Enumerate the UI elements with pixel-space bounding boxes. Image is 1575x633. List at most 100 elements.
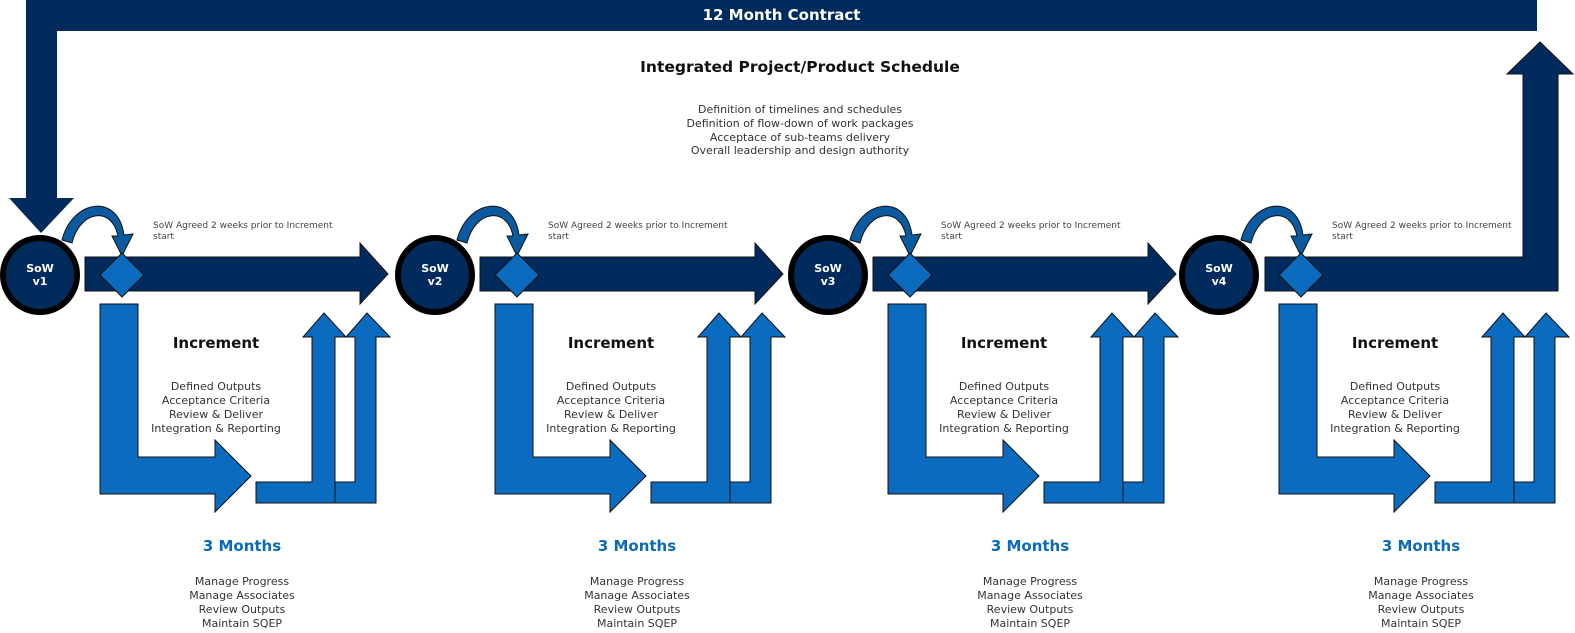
duration-activities-item: Maintain SQEP (201, 617, 283, 630)
increment-flow-arrow (99, 303, 252, 514)
increment-title: Increment (172, 334, 260, 352)
sow-agreement-note: SoW Agreed 2 weeks prior to Increment st… (941, 221, 1121, 242)
forward-arrow (479, 241, 784, 306)
duration-activities-item: Review Outputs (1377, 603, 1465, 616)
delivery-up-arrow (299, 312, 392, 504)
increment-flow-arrow (887, 303, 1040, 514)
sow-label-item: v1 (32, 275, 48, 288)
sow-label-item: v3 (820, 275, 836, 288)
sow-circle (1179, 235, 1259, 315)
sow-circle (395, 235, 475, 315)
increment-details-item: Integration & Reporting (151, 422, 281, 435)
schedule-item: Overall leadership and design authority (690, 144, 910, 158)
increment-details-item: Integration & Reporting (939, 422, 1069, 435)
integration-up-arrow (1043, 312, 1136, 504)
sow-label-item: SoW (421, 262, 449, 275)
increment-details-item: Defined Outputs (1349, 380, 1441, 393)
increment-details-item: Integration & Reporting (1330, 422, 1460, 435)
duration-activities-item: Review Outputs (593, 603, 681, 616)
curved-arrow-icon (849, 205, 922, 258)
contract-banner-title: 12 Month Contract (702, 6, 861, 24)
duration-activities-item: Review Outputs (198, 603, 286, 616)
increment-details-item: Review & Deliver (169, 408, 263, 421)
sow-circle (788, 235, 868, 315)
sow-label-item: SoW (1205, 262, 1233, 275)
duration-activities-item: Maintain SQEP (1380, 617, 1462, 630)
schedule-item: Definition of timelines and schedules (697, 103, 902, 116)
delivery-up-arrow (1087, 312, 1180, 504)
sow-agreement-note: SoW Agreed 2 weeks prior to Increment st… (153, 221, 333, 242)
schedule-description: Definition of timelines and schedules De… (500, 103, 1100, 158)
increment-title: Increment (567, 334, 655, 352)
increment-details-item: Acceptance Criteria (556, 394, 666, 407)
increment-details-item: Defined Outputs (565, 380, 657, 393)
contract-banner-arrow (9, 0, 1537, 233)
increment-title: Increment (1351, 334, 1439, 352)
sow-agreement-note: SoW Agreed 2 weeks prior to Increment st… (1332, 221, 1512, 242)
duration-activities-item: Manage Progress (194, 575, 290, 588)
delivery-up-arrow (694, 312, 787, 504)
increment-details-item: Acceptance Criteria (161, 394, 271, 407)
curved-arrow-icon (61, 205, 134, 258)
duration-activities-item: Review Outputs (986, 603, 1074, 616)
schedule-title: Integrated Project/Product Schedule (640, 58, 960, 76)
duration-title: 3 Months (597, 537, 677, 555)
sow-circle (0, 235, 80, 315)
duration-activities-item: Manage Associates (584, 589, 690, 602)
forward-arrow (872, 241, 1177, 306)
schedule-item: Definition of flow-down of work packages (686, 116, 914, 130)
duration-activities-item: Maintain SQEP (989, 617, 1071, 630)
increment-details-item: Review & Deliver (957, 408, 1051, 421)
increment-details-item: Integration & Reporting (546, 422, 676, 435)
curved-arrow-icon (456, 205, 529, 258)
sow-label-item: v2 (427, 275, 443, 288)
duration-activities-item: Manage Progress (589, 575, 685, 588)
milestone-diamond-icon (887, 252, 933, 298)
duration-title: 3 Months (202, 537, 282, 555)
increment-details-item: Acceptance Criteria (949, 394, 1059, 407)
sow-label-item: SoW (814, 262, 842, 275)
increment-flow-arrow (1278, 303, 1431, 514)
integration-up-arrow (255, 312, 348, 504)
duration-activities-item: Manage Associates (189, 589, 295, 602)
schedule-item: Acceptace of sub-teams delivery (709, 130, 891, 144)
integration-up-arrow (650, 312, 743, 504)
contract-return-arrow (1264, 41, 1575, 292)
integration-up-arrow (1434, 312, 1527, 504)
milestone-diamond-icon (99, 252, 145, 298)
increment-details-item: Review & Deliver (564, 408, 658, 421)
delivery-up-arrow (1478, 312, 1571, 504)
duration-title: 3 Months (1381, 537, 1461, 555)
increment-details-item: Defined Outputs (170, 380, 262, 393)
sow-label-item: SoW (26, 262, 54, 275)
duration-activities-item: Manage Associates (977, 589, 1083, 602)
duration-activities-item: Maintain SQEP (596, 617, 678, 630)
curved-arrow-icon (1240, 205, 1313, 258)
sow-label-item: v4 (1211, 275, 1227, 288)
increment-details-item: Defined Outputs (958, 380, 1050, 393)
duration-activities-item: Manage Associates (1368, 589, 1474, 602)
duration-title: 3 Months (990, 537, 1070, 555)
sow-agreement-note: SoW Agreed 2 weeks prior to Increment st… (548, 221, 728, 242)
increment-details-item: Review & Deliver (1348, 408, 1442, 421)
duration-activities-item: Manage Progress (982, 575, 1078, 588)
increment-title: Increment (960, 334, 1048, 352)
increment-details-item: Acceptance Criteria (1340, 394, 1450, 407)
duration-activities-item: Manage Progress (1373, 575, 1469, 588)
milestone-diamond-icon (1278, 252, 1324, 298)
milestone-diamond-icon (494, 252, 540, 298)
forward-arrow (84, 241, 389, 306)
